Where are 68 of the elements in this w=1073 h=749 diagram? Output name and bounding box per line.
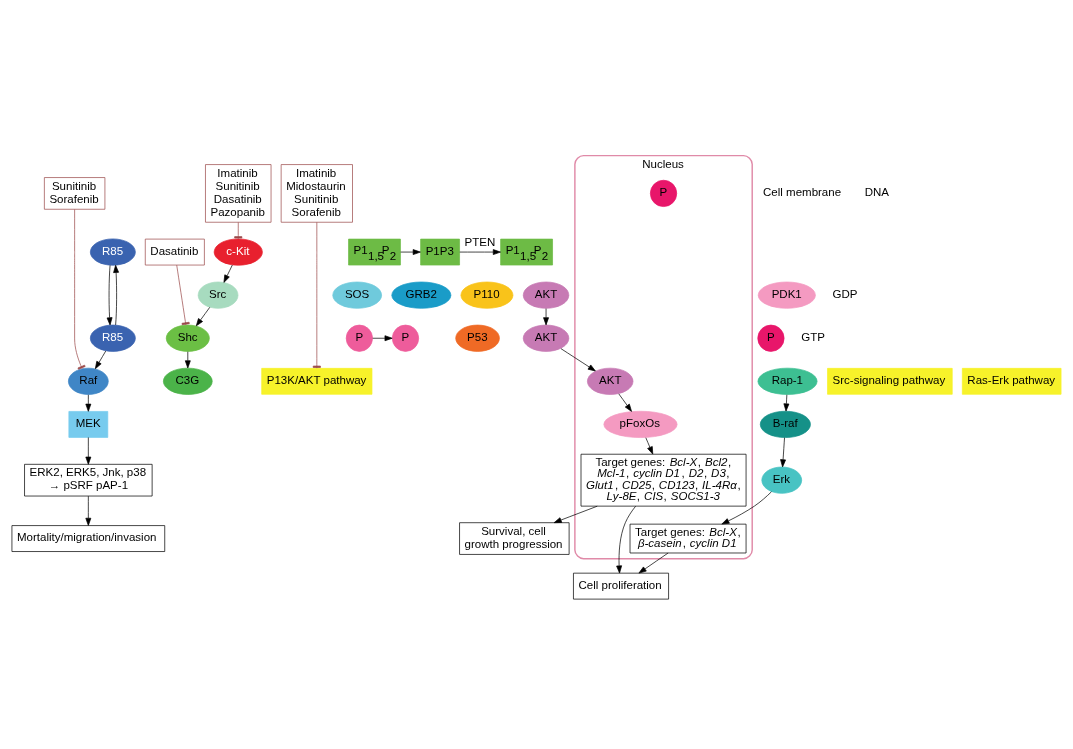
arrow xyxy=(459,249,501,255)
node-box: MEK xyxy=(68,411,109,438)
node-ellipse: Rap-1 xyxy=(757,367,818,395)
node-box: Survival, cell growth progression xyxy=(459,522,570,555)
node-ellipse: AKT xyxy=(522,281,570,309)
node-ellipse: Src xyxy=(197,281,239,309)
arrow xyxy=(638,552,669,574)
arrow xyxy=(721,491,772,525)
node-box: Ras-Erk pathway xyxy=(961,368,1062,395)
connector xyxy=(176,264,190,326)
arrow xyxy=(184,351,191,369)
node-ellipse: C3G xyxy=(163,367,213,395)
arrow xyxy=(113,264,119,326)
node-ellipse: R85 xyxy=(89,324,136,352)
arrow xyxy=(616,505,637,574)
node-circle: P xyxy=(391,324,420,352)
node-box: Imatinib Midostaurin Sunitinib Sorafenib xyxy=(280,164,353,223)
arrow xyxy=(560,348,596,372)
connector xyxy=(312,222,321,369)
connector xyxy=(74,209,86,370)
node-ellipse: SOS xyxy=(332,281,382,309)
arrow xyxy=(372,335,393,342)
node-ellipse: Shc xyxy=(165,324,210,352)
node-ellipse: AKT xyxy=(587,367,634,395)
node-ellipse: P110 xyxy=(460,281,514,309)
arrow xyxy=(106,264,113,326)
node-circle: P xyxy=(345,324,373,352)
arrow xyxy=(543,308,549,326)
connector xyxy=(234,222,243,240)
node-ellipse: B-raf xyxy=(759,410,811,438)
arrow xyxy=(195,306,211,327)
node-ellipse: GRB2 xyxy=(391,281,452,309)
node-box: Imatinib Sunitinib Dasatinib Pazopanib xyxy=(205,164,272,223)
arrow xyxy=(400,249,421,255)
node-ellipse: R85 xyxy=(89,238,136,266)
node-box: Target genes: Bcl-X, β-casein, cyclin D1 xyxy=(629,523,747,554)
label: DNA xyxy=(864,186,889,199)
arrow xyxy=(783,394,790,412)
arrow xyxy=(780,437,786,468)
arrow xyxy=(85,495,92,526)
arrow xyxy=(223,264,233,283)
node-ellipse: PDK1 xyxy=(757,281,816,309)
node-ellipse: Erk xyxy=(761,466,803,494)
edge-label: PTEN xyxy=(464,236,496,249)
arrow xyxy=(85,437,92,465)
arrow xyxy=(85,394,92,412)
node-box: Dasatinib xyxy=(144,238,205,266)
label: GTP xyxy=(801,330,825,343)
arrow xyxy=(553,505,598,524)
node-box: P1P3 xyxy=(420,238,460,266)
node-box: Src-signaling pathway xyxy=(827,368,953,395)
node-ellipse: AKT xyxy=(522,324,570,352)
node-ellipse: P53 xyxy=(455,324,500,352)
arrow xyxy=(618,393,632,412)
arrow xyxy=(94,350,107,370)
node-box: P13K/AKT pathway xyxy=(261,368,373,395)
node-circle: P xyxy=(650,179,678,207)
arrow xyxy=(645,437,654,455)
node-box: ERK2, ERK5, Jnk, p38 → pSRF pAP-1 xyxy=(24,463,153,497)
label: Cell membrane xyxy=(763,186,842,199)
label: GDP xyxy=(832,287,858,300)
node-ellipse: pFoxOs xyxy=(603,410,678,438)
node-box: Cell proliferation xyxy=(573,572,669,600)
node-box: Mortality/migration/invasion xyxy=(11,525,166,552)
node-box: Sunitinib Sorafenib xyxy=(44,177,106,210)
node-ellipse: Raf xyxy=(68,367,109,395)
node-circle: P xyxy=(757,324,785,352)
node-box: Target genes: Bcl-X, Bcl2, Mcl-1, cyclin D1, D2, D3, Glut1, CD25, CD123, IL-4Rα, Ly-8E, CIS, SOCS1-3 xyxy=(580,453,747,507)
